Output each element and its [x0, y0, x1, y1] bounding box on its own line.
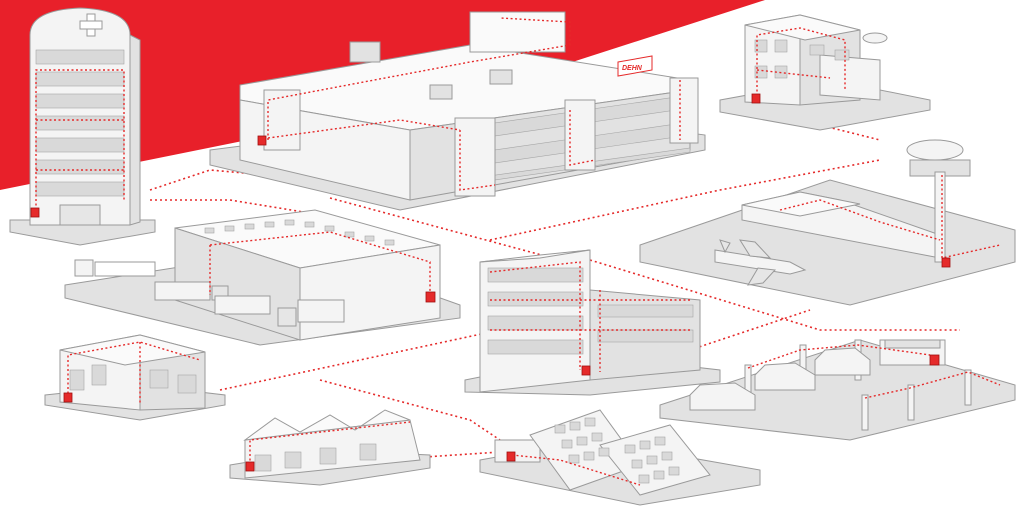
- hospital-tower: [9, 7, 156, 246]
- control-tower: [906, 139, 971, 263]
- hospital-windows: [35, 49, 125, 197]
- industrial-plant: DEHN: [209, 11, 706, 211]
- surge-protector-box: [941, 257, 951, 268]
- logistics-warehouse: [64, 209, 461, 346]
- surge-protector-box: [30, 207, 40, 218]
- dehn-logo-text: DEHN: [622, 65, 643, 72]
- solar-panel-icon: [529, 409, 711, 496]
- surge-protector-box: [506, 451, 516, 462]
- warehouse-skylights: [204, 219, 395, 246]
- surge-protector-box: [929, 354, 940, 366]
- ev-charging-lot: [659, 339, 1016, 441]
- hospital-cross-icon: [79, 13, 103, 37]
- surge-protector-box: [581, 365, 591, 376]
- surge-protector-box: [245, 461, 255, 472]
- surge-protector-box: [257, 135, 267, 146]
- truck-icon: [74, 259, 345, 327]
- small-building: [44, 334, 226, 421]
- surge-protector-box: [751, 93, 761, 104]
- car-icon: [689, 347, 871, 411]
- office-windows: [487, 267, 694, 355]
- hospital-entrance: [59, 204, 101, 226]
- surge-protector-box: [425, 291, 436, 303]
- plant-stairwells: [454, 77, 699, 197]
- airplane-icon: [714, 239, 807, 286]
- workshop-shed: [229, 409, 431, 486]
- airport: [639, 139, 1016, 306]
- solar-park: [479, 409, 761, 506]
- residential-villa: [719, 14, 931, 131]
- surge-protector-box: [63, 392, 73, 403]
- dehn-logo: DEHN: [617, 55, 653, 77]
- office-complex: [464, 249, 721, 396]
